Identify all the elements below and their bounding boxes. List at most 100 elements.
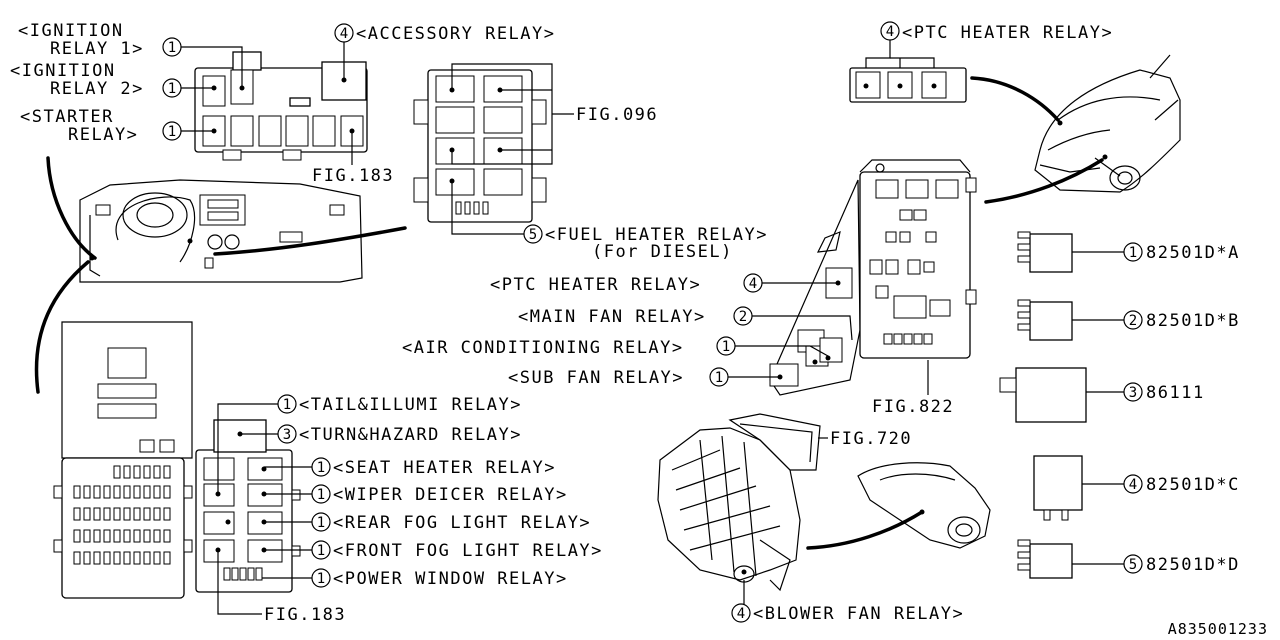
fig-ref-720: FIG.720 [830,429,912,449]
svg-text:82501D*A: 82501D*A [1146,243,1240,263]
fuse-slot [93,485,101,499]
svg-text:1: 1 [317,571,325,587]
fuse-slot [123,485,131,499]
svg-text:82501D*D: 82501D*D [1146,555,1240,575]
svg-text:1: 1 [1129,245,1137,261]
fuse-slot [73,485,81,499]
fig-ref-822: FIG.822 [872,397,954,417]
fuse-slot [83,551,91,565]
callout-starter-relay: <STARTER RELAY> 1 [20,107,212,145]
fuse-slot [133,507,141,521]
fuse-slot [153,485,161,499]
fuse-slot [153,551,161,565]
svg-text:<FRONT FOG LIGHT RELAY>: <FRONT FOG LIGHT RELAY> [333,541,603,561]
svg-text:1: 1 [317,515,325,531]
svg-text:1: 1 [317,543,325,559]
fuse-slot [83,529,91,543]
diagram-id: A835001233 [1168,620,1268,638]
svg-text:4: 4 [737,606,745,622]
callout-power-window-relay: 1 <POWER WINDOW RELAY> [262,568,568,589]
fuse-slot [163,551,171,565]
fuse-slot [83,485,91,499]
callout-tail-illumi-relay: 1 <TAIL&ILLUMI RELAY> [277,394,520,415]
svg-text:<BLOWER FAN RELAY>: <BLOWER FAN RELAY> [753,604,964,624]
fuse-slot [163,529,171,543]
svg-text:1: 1 [168,40,176,56]
dash-relay-block [194,51,368,161]
fuse-slot [123,507,131,521]
svg-text:(For DIESEL): (For DIESEL) [592,242,733,262]
callout-accessory-relay: 4 <ACCESSORY RELAY> [334,23,556,78]
callout-rear-fog-light-relay: 1 <REAR FOG LIGHT RELAY> [264,512,591,533]
fuse-slot [93,507,101,521]
relay-part-3: 3 86111 [999,367,1203,423]
svg-text:<PTC HEATER RELAY>: <PTC HEATER RELAY> [902,23,1113,43]
callout-front-fog-light-relay: 1 <FRONT FOG LIGHT RELAY> [264,540,603,561]
svg-text:1: 1 [317,487,325,503]
svg-text:<REAR FOG LIGHT RELAY>: <REAR FOG LIGHT RELAY> [333,513,591,533]
fuse-slot [143,529,151,543]
svg-text:2: 2 [1129,313,1137,329]
callout-air-conditioning-relay: <AIR CONDITIONING RELAY> 1 [402,336,829,358]
svg-text:4: 4 [340,26,348,42]
svg-text:<STARTER: <STARTER [20,107,114,127]
dashboard-illustration [34,156,407,394]
car-side-illustration [806,462,991,550]
fuse-slot [123,529,131,543]
fig-096-relay-box [413,63,574,235]
svg-text:<ACCESSORY RELAY>: <ACCESSORY RELAY> [356,24,556,44]
callout-sub-fan-relay: <SUB FAN RELAY> 1 [508,367,778,388]
relay-part-5: 5 82501D*D [1017,539,1240,579]
fuse-slot [143,507,151,521]
callout-blower-fan-relay: 4 <BLOWER FAN RELAY> [731,603,964,624]
fuse-slot [113,507,121,521]
fuse-slot [133,529,141,543]
svg-text:<PTC HEATER RELAY>: <PTC HEATER RELAY> [490,275,701,295]
fuse-slot [93,551,101,565]
fuse-slot [103,551,111,565]
fuse-slot [123,551,131,565]
svg-text:4: 4 [1129,477,1137,493]
fuse-slot [113,551,121,565]
fig-ref-183-bottom: FIG.183 [264,605,346,625]
fuse-slot [163,507,171,521]
callout-fuel-heater-relay: 5 <FUEL HEATER RELAY> (For DIESEL) [523,224,766,262]
fig-822-engine-fuse-box [769,159,977,396]
svg-text:<POWER WINDOW RELAY>: <POWER WINDOW RELAY> [333,569,568,589]
callout-seat-heater-relay: 1 <SEAT HEATER RELAY> [264,457,556,478]
svg-text:<WIPER DEICER RELAY>: <WIPER DEICER RELAY> [333,485,568,505]
fuse-slot [113,529,121,543]
callout-ignition-relay-1: <IGNITION RELAY 1> 1 [18,21,243,86]
fuse-slot [143,551,151,565]
fuse-slot [133,551,141,565]
svg-text:<SEAT HEATER RELAY>: <SEAT HEATER RELAY> [333,458,556,478]
fuse-slot [83,507,91,521]
fuse-slot [163,465,171,479]
svg-text:5: 5 [1129,557,1137,573]
svg-text:82501D*C: 82501D*C [1146,475,1240,495]
bottom-relay-block [195,403,301,615]
relay-part-4: 4 82501D*C [1033,455,1240,521]
fuse-slot [133,465,141,479]
svg-text:5: 5 [529,227,537,243]
svg-text:1: 1 [715,370,723,386]
fuse-slot [103,529,111,543]
callout-ptc-heater-relay: <PTC HEATER RELAY> 4 [490,273,836,295]
fuse-slot [73,529,81,543]
fuse-slot [153,507,161,521]
callout-ignition-relay-2: <IGNITION RELAY 2> 1 [10,61,212,99]
svg-text:<SUB FAN RELAY>: <SUB FAN RELAY> [508,368,684,388]
svg-text:1: 1 [722,339,730,355]
part-legend: 1 82501D*A 2 82501D*B 3 86111 [999,231,1240,579]
svg-text:1: 1 [168,124,176,140]
svg-text:RELAY 1>: RELAY 1> [50,39,144,59]
fuse-slot [113,485,121,499]
fuse-slot [93,529,101,543]
fuse-slot [143,465,151,479]
fuse-slot [133,485,141,499]
svg-text:<MAIN FAN RELAY>: <MAIN FAN RELAY> [518,307,706,327]
svg-text:<IGNITION: <IGNITION [10,61,116,81]
fuse-slot [73,507,81,521]
svg-text:4: 4 [886,24,894,40]
